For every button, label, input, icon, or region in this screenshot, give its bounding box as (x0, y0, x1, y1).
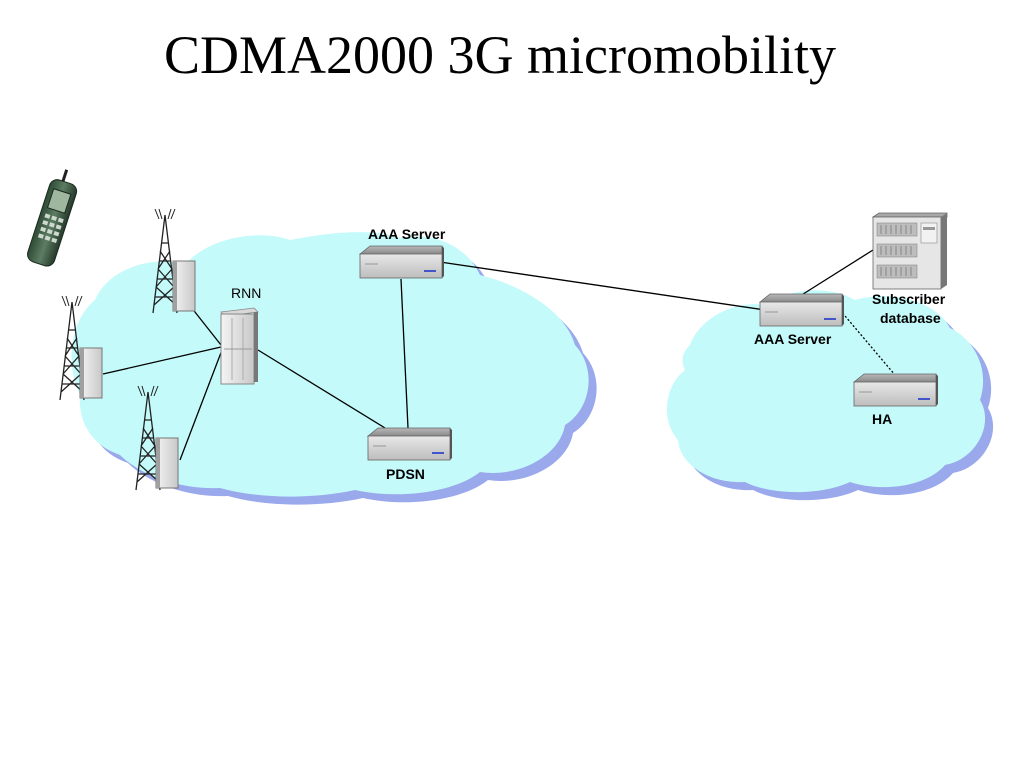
network-links (102, 249, 896, 461)
rnn-label: RNN (231, 285, 261, 301)
mobile-phone-icon (27, 169, 78, 267)
server-box-icon (366, 427, 452, 461)
ha-label: HA (872, 411, 892, 427)
slide-title: CDMA2000 3G micromobility (164, 25, 836, 85)
home-network-cloud (666, 290, 994, 501)
link-aaa-aaa (439, 261, 766, 311)
rnn-rack-icon (220, 307, 259, 385)
subscriber-database-label-line2: database (880, 310, 941, 326)
server-box-icon (852, 373, 938, 407)
link-aaa-pdsn (400, 278, 409, 429)
link-aaa-subscriber-db (799, 249, 874, 297)
database-cabinet-icon (871, 212, 948, 290)
aaa-server-home-label: AAA Server (754, 331, 832, 347)
aaa-server-local-label: AAA Server (368, 226, 446, 242)
subscriber-database-label-line1: Subscriber (872, 291, 946, 307)
access-network-cloud (71, 232, 597, 505)
server-box-icon (758, 293, 844, 327)
link-tower3-rnn (179, 349, 223, 461)
cell-tower-icon (135, 385, 179, 491)
pdsn-label: PDSN (386, 466, 425, 482)
server-box-icon (358, 245, 444, 279)
cell-tower-icon (152, 208, 196, 314)
cell-tower-icon (59, 295, 103, 401)
link-tower2-rnn (102, 346, 222, 375)
link-rnn-pdsn (257, 349, 386, 429)
